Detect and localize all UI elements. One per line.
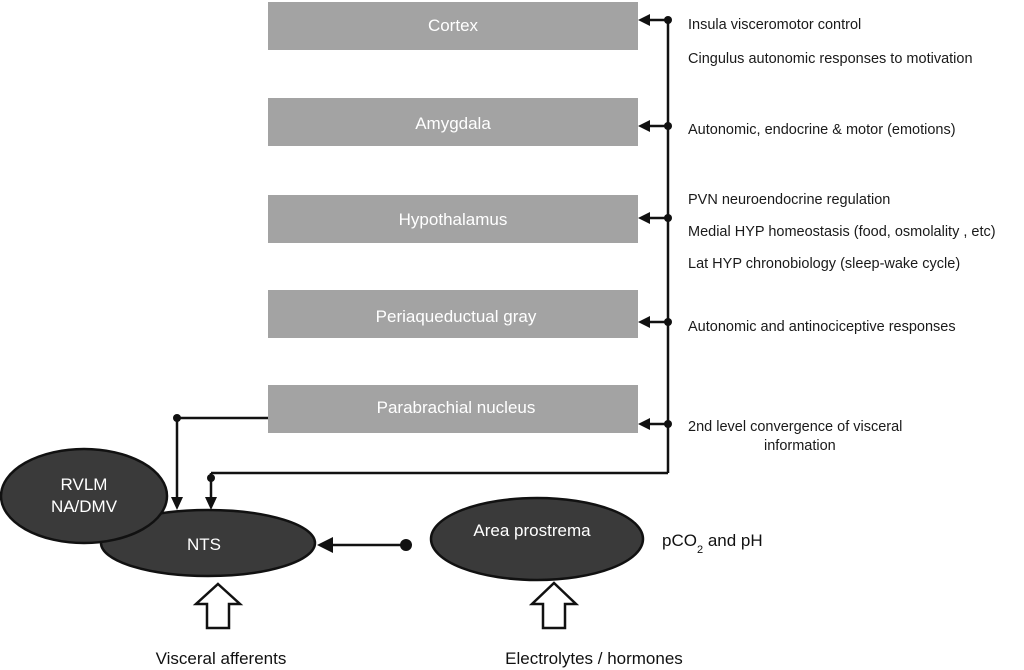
box-amygdala: Amygdala <box>268 98 638 146</box>
node-rvlm-label-line2: NA/DMV <box>51 497 118 516</box>
annotation-hypothalamus-medial: Medial HYP homeostasis (food, osmolality… <box>688 224 996 240</box>
box-amygdala-label: Amygdala <box>415 114 491 133</box>
annotation-parabrachial-line1: 2nd level convergence of visceral <box>688 419 902 435</box>
annotation-hypothalamus-pvn: PVN neuroendocrine regulation <box>688 192 890 208</box>
label-electrolytes-hormones: Electrolytes / hormones <box>505 649 683 668</box>
visceral-afferents-up-arrow <box>192 582 244 630</box>
box-pag-label: Periaqueductual gray <box>376 307 537 326</box>
annotation-parabrachial-line2: information <box>764 438 836 454</box>
box-hypothalamus-label: Hypothalamus <box>399 210 508 229</box>
pco2-ph-label: pCO2 and pH <box>662 531 763 556</box>
node-rvlm: RVLM NA/DMV <box>0 447 169 545</box>
label-visceral-afferents: Visceral afferents <box>156 649 287 668</box>
box-periaqueductal-gray: Periaqueductual gray <box>268 290 638 338</box>
box-cortex: Cortex <box>268 2 638 50</box>
annotation-cortex-cingulus: Cingulus autonomic responses to motivati… <box>688 51 973 67</box>
node-area-postrema: Area prostrema <box>429 496 645 582</box>
electrolytes-up-arrow <box>528 581 580 630</box>
node-area-postrema-label: Area prostrema <box>473 521 591 540</box>
box-parabrachial-nucleus: Parabrachial nucleus <box>268 385 638 433</box>
node-rvlm-label-line1: RVLM <box>61 475 108 494</box>
area-postrema-to-nts-arrow <box>317 537 412 553</box>
annotation-hypothalamus-lateral: Lat HYP chronobiology (sleep-wake cycle) <box>688 256 960 272</box>
parabrachial-to-nts-connector <box>171 414 268 510</box>
annotation-pag: Autonomic and antinociceptive responses <box>688 319 956 335</box>
box-hypothalamus: Hypothalamus <box>268 195 638 243</box>
annotation-amygdala: Autonomic, endocrine & motor (emotions) <box>688 122 956 138</box>
box-cortex-label: Cortex <box>428 16 479 35</box>
annotation-cortex-insula: Insula visceromotor control <box>688 17 861 33</box>
node-nts-label: NTS <box>187 535 221 554</box>
node-nts: NTS <box>99 508 317 578</box>
ascending-bus <box>205 14 672 510</box>
box-parabrachial-label: Parabrachial nucleus <box>377 398 536 417</box>
